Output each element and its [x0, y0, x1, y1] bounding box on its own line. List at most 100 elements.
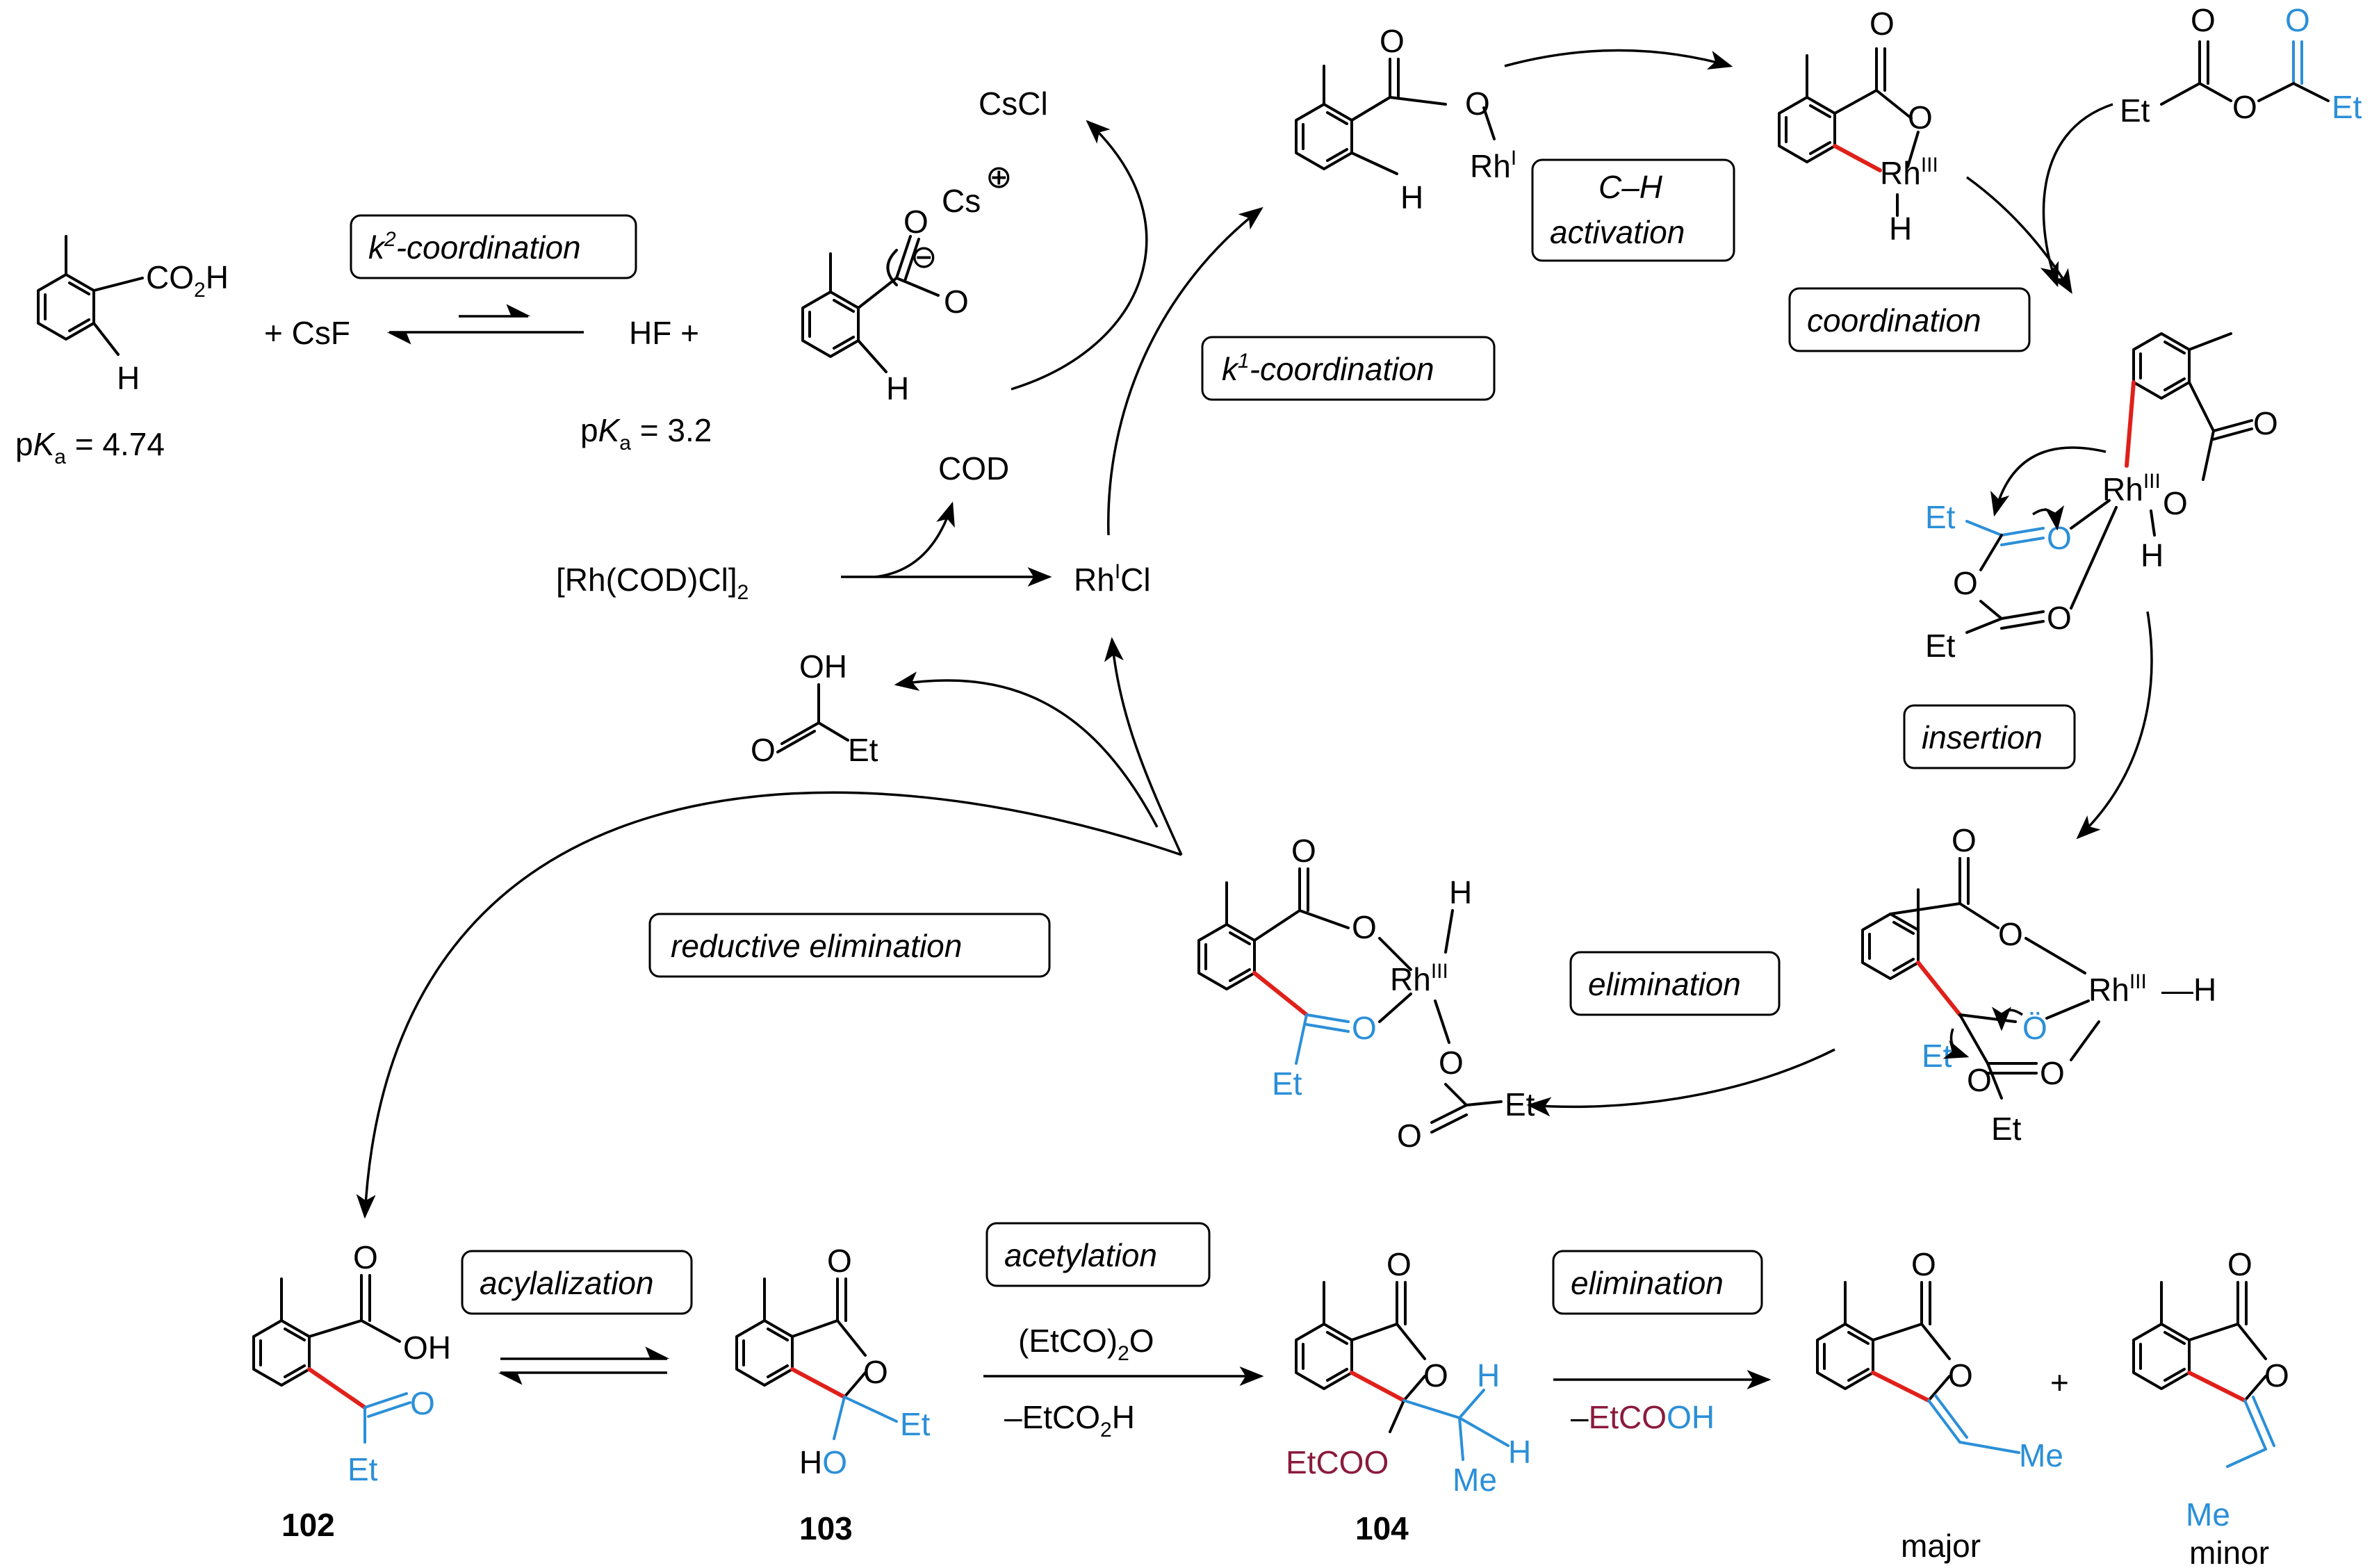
o-label: O	[1465, 85, 1490, 122]
svg-text:acetylation: acetylation	[1004, 1237, 1157, 1273]
minor-product-structure: O O Me minor	[2132, 1246, 2289, 1568]
plus-csf: + CsF	[264, 315, 350, 351]
byproduct-acid: –EtCO2H	[1004, 1399, 1135, 1442]
propionic-acid-structure: OH O Et	[751, 648, 878, 768]
svg-text:coordination: coordination	[1807, 302, 1981, 338]
o-label: O	[751, 732, 776, 768]
me-label-blue: Me	[2186, 1496, 2230, 1533]
o-label: O	[1423, 1357, 1448, 1394]
o-label: O	[1911, 1246, 1936, 1282]
o-label: O	[1948, 1357, 1973, 1394]
o-label: O	[2232, 89, 2257, 125]
et-label: Et	[848, 732, 878, 768]
et-label: Et	[2120, 92, 2150, 129]
cs-label: Cs	[942, 183, 981, 219]
cesium-carboxylate-structure: O O H Cs ⊕ ⊖	[801, 158, 1013, 407]
acid-release-arrow	[894, 671, 1159, 828]
h-label: H	[1400, 179, 1423, 215]
compound-104-structure: O O H H Me EtCOO 104	[1286, 1246, 1531, 1546]
plus-charge: ⊕	[985, 158, 1013, 195]
rh-iii-label: RhIII	[1880, 154, 1938, 191]
pka-hf: pKa = 3.2	[580, 412, 712, 455]
byproduct-etcooh: –EtCOOH	[1571, 1399, 1715, 1435]
et-label-blue: Et	[347, 1451, 378, 1487]
rhcl-label: RhICl	[1074, 560, 1151, 598]
o-label: O	[1387, 1246, 1412, 1282]
etcoo-label: EtCOO	[1286, 1444, 1389, 1480]
hf-plus: HF +	[629, 315, 699, 351]
acylalization-label: acylalization	[461, 1250, 693, 1315]
coordination-label: coordination	[1788, 287, 2031, 352]
cscl-label: CsCl	[979, 85, 1048, 122]
o-label: O	[1352, 909, 1377, 945]
h-label: H	[1889, 211, 1912, 247]
reagent-anhydride: (EtCO)2O	[1018, 1323, 1154, 1365]
h-label: H	[117, 360, 140, 396]
compound-102-structure: O OH O Et 102	[252, 1239, 451, 1543]
o-label: O	[1380, 23, 1405, 59]
o-label: O	[2253, 405, 2278, 441]
oh-label: OH	[403, 1330, 451, 1366]
o-label: O	[903, 204, 929, 240]
k1-coordination-label: k1-coordination	[1201, 336, 1496, 401]
cscl-release-arrow	[1011, 120, 1148, 391]
anhydride-entry-arrow	[2040, 103, 2113, 288]
rh-i-label: RhI	[1470, 147, 1516, 184]
h-label: H	[1449, 874, 1472, 910]
co2h-label: CO2H	[146, 259, 229, 302]
rh-regeneration-arrow	[1104, 637, 1183, 856]
svg-text:acylalization: acylalization	[480, 1265, 654, 1301]
o-label: O	[2047, 600, 2072, 636]
o-label: O	[2227, 1246, 2252, 1282]
compound-number-104: 104	[1355, 1510, 1409, 1546]
o-label: O	[1953, 565, 1978, 601]
o-label: O	[1967, 1062, 1992, 1098]
minor-label: minor	[2189, 1535, 2269, 1568]
o-label: O	[1397, 1118, 1422, 1154]
insertion-arrow	[2076, 611, 2153, 840]
svg-text:insertion: insertion	[1922, 719, 2043, 756]
svg-text:reductive elimination: reductive elimination	[671, 928, 962, 964]
cod-label: COD	[938, 450, 1009, 487]
h-label: H	[886, 370, 909, 407]
et-label-blue: Et	[900, 1406, 931, 1442]
o-label: O	[827, 1243, 852, 1279]
anhydride-complex-structure: O O RhIII H Et O O O Et	[1925, 332, 2278, 664]
rh-iii-label: RhIII	[1390, 960, 1448, 997]
rhodacycle-structure: O O RhIII H	[1778, 6, 1938, 247]
acetylation-label: acetylation	[985, 1222, 1211, 1287]
major-product-structure: O O Me major	[1816, 1246, 2063, 1564]
reductive-elimination-arrow	[356, 791, 1182, 1219]
tetrahedral-intermediate-structure: O O RhIII —H Ö Et O O Et	[1861, 822, 2216, 1147]
h-label: H	[2141, 537, 2164, 573]
me-label-blue: Me	[2019, 1437, 2063, 1473]
rh-cod-precursor: [Rh(COD)Cl]2	[556, 562, 749, 604]
svg-text:k1-coordination: k1-coordination	[1222, 350, 1434, 387]
h-label-blue: H	[1508, 1434, 1531, 1470]
o-label: O	[1998, 916, 2023, 952]
elimination-label-1: elimination	[1569, 951, 1781, 1016]
oh-label: OH	[799, 648, 847, 685]
et-label-blue: Et	[1925, 499, 1956, 535]
o-label-blue: O	[2047, 520, 2072, 556]
o-label-blue: O	[1352, 1010, 1377, 1046]
svg-text:elimination: elimination	[1588, 966, 1741, 1002]
o-label: O	[2163, 485, 2188, 521]
pka-acid: pKa = 4.74	[15, 426, 165, 468]
rh-iii-label: RhIII	[2102, 470, 2161, 507]
compound-103-structure: O O Et HO 103	[735, 1243, 931, 1546]
o-label: O	[1870, 6, 1895, 42]
o-label: O	[2264, 1357, 2289, 1394]
minus-charge: ⊖	[910, 238, 938, 275]
compound-number-103: 103	[799, 1510, 853, 1546]
o-label: O	[2040, 1055, 2065, 1091]
svg-text:activation: activation	[1550, 214, 1685, 250]
ch-activation-label: C–H activation	[1531, 158, 1735, 262]
h-label-blue: H	[1477, 1357, 1500, 1394]
o-label: O	[1952, 822, 1977, 858]
ho-label: HO	[799, 1444, 847, 1480]
svg-text:C–H: C–H	[1598, 169, 1663, 205]
o-label: O	[944, 284, 969, 320]
insertion-label: insertion	[1903, 704, 2076, 769]
et-label: Et	[1991, 1111, 2022, 1147]
